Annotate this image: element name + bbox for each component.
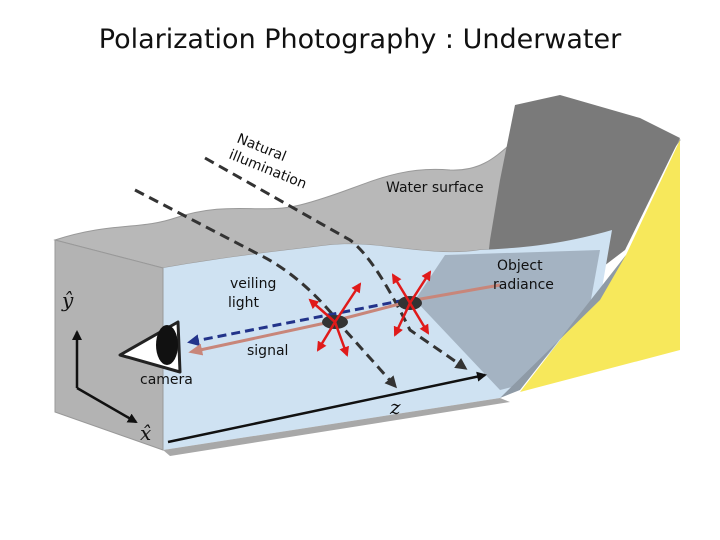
x-axis-label: x̂: [140, 421, 151, 445]
underwater-slope: [415, 250, 600, 390]
front-bottom-strip: [163, 398, 510, 456]
z-axis-label: z: [389, 395, 401, 419]
polarization-arrows-1: [308, 282, 362, 357]
sand-face: [520, 140, 680, 392]
camera-eye-icon: [118, 320, 182, 374]
z-axis-arrow: [167, 371, 487, 444]
object-radiance-label-1: Object: [497, 258, 543, 274]
object-radiance-label-2: radiance: [493, 277, 554, 293]
polarization-arrows-2: [391, 270, 432, 337]
signal-arrow: [188, 283, 501, 356]
x-axis-arrow: [76, 386, 138, 424]
veiling-light-label-1: veiling: [230, 276, 276, 292]
page-title: Polarization Photography : Underwater: [98, 24, 622, 55]
camera-label: camera: [140, 372, 193, 388]
illumination-ray-1: [204, 156, 468, 370]
signal-label: signal: [247, 343, 288, 359]
water-surface-label: Water surface: [386, 180, 484, 196]
y-axis-label: ŷ: [61, 288, 74, 312]
illumination-ray-2: [134, 188, 397, 389]
veiling-light-label-2: light: [228, 295, 260, 311]
veiling-light-arrow: [187, 298, 406, 347]
